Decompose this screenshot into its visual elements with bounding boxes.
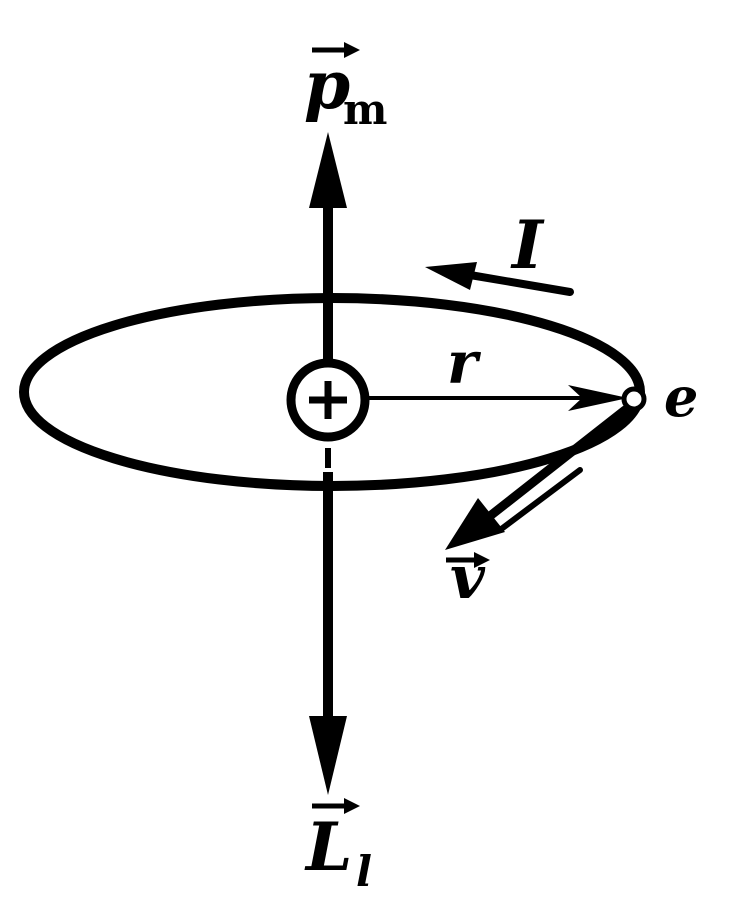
radius-arrowhead [568, 385, 628, 411]
magnetic-moment-subscript: m [343, 85, 387, 134]
electron [621, 386, 647, 412]
angular-momentum-arrowhead [309, 716, 347, 795]
velocity-arrow-shaft [485, 405, 630, 521]
angular-momentum-vector-bar-head [344, 798, 360, 814]
magnetic-moment-vector-bar-head [344, 42, 360, 58]
velocity-vector-bar-head [474, 552, 490, 568]
current-arrowhead [425, 262, 477, 290]
velocity-arrow-lower-edge [497, 467, 583, 533]
electron-label: e [664, 365, 698, 429]
radius-label: r [447, 329, 482, 397]
magnetic-moment-label: p [304, 46, 350, 124]
angular-momentum-label: L [304, 808, 352, 886]
current-arrow-shaft [466, 271, 574, 296]
magnetic-moment-arrowhead [309, 132, 347, 208]
velocity-label: v [450, 543, 486, 613]
current-label: I [510, 206, 545, 284]
velocity-arrowhead [445, 498, 505, 550]
angular-momentum-subscript: l [356, 847, 372, 896]
